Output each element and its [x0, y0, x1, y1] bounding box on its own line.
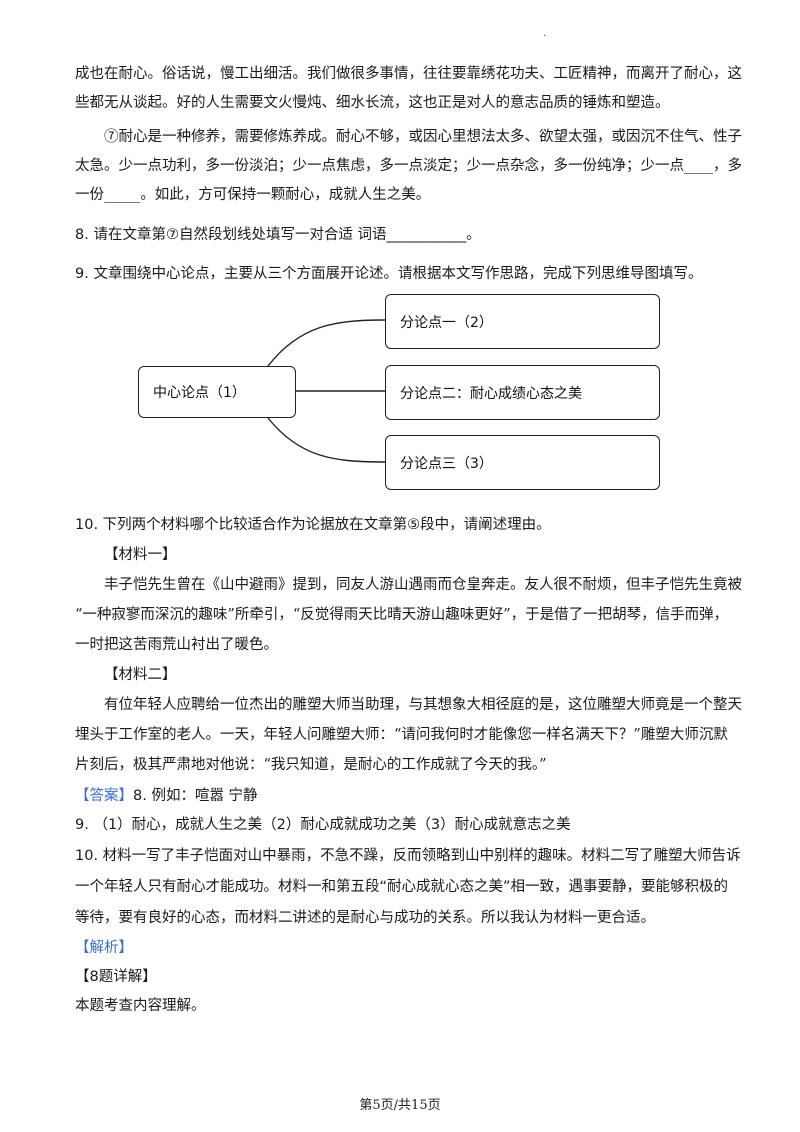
para7-line-1: ⑦耐心是一种修养，需要修炼养成。耐心不够，或因心里想法太多、欲望太强，或因沉不住… — [104, 129, 742, 145]
mindmap-center-box: 中心论点（1） — [138, 366, 296, 418]
material-1-line-3: 一时把这苦雨荒山衬出了暖色。 — [75, 637, 278, 653]
detail-8-heading: 【8题详解】 — [75, 969, 157, 985]
material-2-title: 【材料二】 — [104, 667, 177, 683]
analysis-tag: 【解析】 — [75, 940, 133, 956]
detail-8-text: 本题考查内容理解。 — [75, 998, 206, 1014]
answer-line: 【答案】8. 例如：喧嚣 宁静 — [75, 786, 258, 806]
mindmap-branch2-label: 分论点二：耐心成绩心态之美 — [400, 385, 582, 402]
answer-8: 8. 例如：喧嚣 宁静 — [133, 788, 258, 804]
para6-line-2: 些都无从谈起。好的人生需要文火慢炖、细水长流，这也正是对人的意志品质的锤炼和塑造… — [75, 95, 670, 111]
top-mark: . — [543, 28, 547, 39]
mindmap-center-label: 中心论点（1） — [153, 385, 246, 401]
mindmap-branch1-box: 分论点一（2） — [385, 294, 660, 349]
page-footer: 第5页/共15页 — [359, 1098, 441, 1113]
answer-10-line-1: 10. 材料一写了丰子恺面对山中暴雨，不急不躁，反而领略到山中别样的趣味。材料二… — [75, 848, 741, 864]
mindmap-branch1-label: 分论点一（2） — [400, 314, 493, 331]
material-2-line-1: 有位年轻人应聘给一位杰出的雕塑大师当助理，与其想象大相径庭的是，这位雕塑大师竟是… — [104, 697, 742, 713]
material-1-title: 【材料一】 — [104, 547, 177, 563]
answer-9: 9. （1）耐心，成就人生之美（2）耐心成就成功之美（3）耐心成就意志之美 — [75, 817, 571, 833]
answer-10-line-3: 等待，要有良好的心态，而材料二讲述的是耐心与成功的关系。所以我认为材料一更合适。 — [75, 910, 655, 926]
para6-line-1: 成也在耐心。俗话说，慢工出细活。我们做很多事情，往往要靠绣花功夫、工匠精神，而离… — [75, 66, 742, 82]
connector-branch3 — [267, 417, 386, 463]
answer-10-line-2: 一个年轻人只有耐心才能成功。材料一和第五段“耐心成就心态之美”相一致，遇事要静，… — [75, 879, 729, 895]
question-8: 8. 请在文章第⑦自然段划线处填写一对合适 词语___________。 — [75, 227, 481, 243]
material-2-line-2: 埋头于工作室的老人。一天，年轻人问雕塑大师：“请问我何时才能像您一样名满天下？”… — [75, 727, 728, 743]
material-2-line-3: 片刻后，极其严肃地对他说：“我只知道，是耐心的工作成就了今天的我。” — [75, 757, 547, 773]
mindmap-branch3-box: 分论点三（3） — [385, 435, 660, 490]
material-1-line-1: 丰子恺先生曾在《山中避雨》提到，同友人游山遇雨而仓皇奔走。友人很不耐烦，但丰子恺… — [104, 577, 742, 593]
connector-branch1 — [267, 319, 386, 367]
material-1-line-2: “一种寂寥而深沉的趣味”所牵引，“反觉得雨天比晴天游山趣味更好”，于是借了一把胡… — [75, 607, 729, 623]
mindmap-branch2-box: 分论点二：耐心成绩心态之美 — [385, 365, 660, 420]
question-9: 9. 文章围绕中心论点，主要从三个方面展开论述。请根据本文写作思路，完成下列思维… — [75, 266, 703, 282]
mindmap-branch3-label: 分论点三（3） — [400, 455, 493, 472]
para7-line-2: 太急。少一点功利，多一份淡泊；少一点焦虑，多一点淡定；少一点杂念，多一份纯净；少… — [75, 158, 742, 174]
para7-line-3: 一份_____。如此，方可保持一颗耐心，成就人生之美。 — [75, 187, 431, 203]
answer-tag: 【答案】 — [75, 788, 133, 804]
question-10: 10. 下列两个材料哪个比较适合作为论据放在文章第⑤段中，请阐述理由。 — [75, 517, 551, 533]
